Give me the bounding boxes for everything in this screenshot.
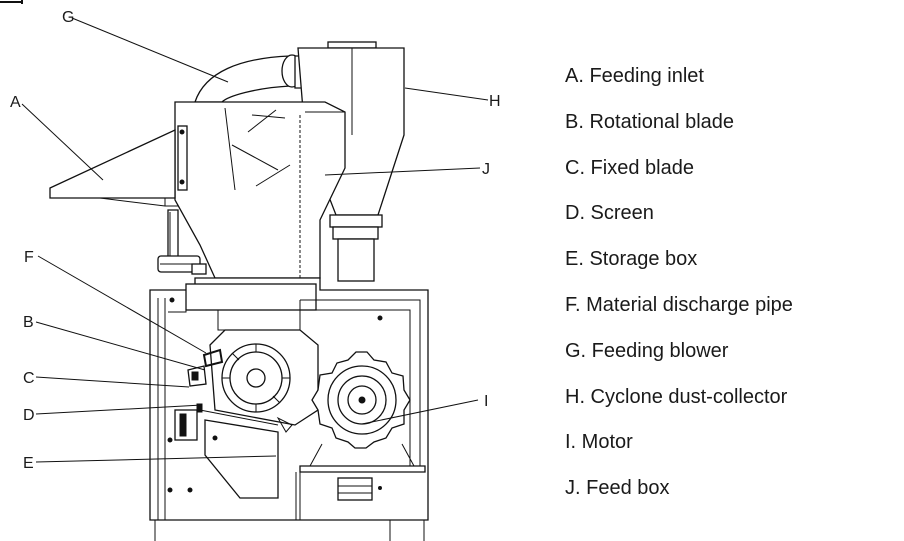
label-e: E <box>23 455 34 472</box>
legend-item-i: I. Motor <box>565 431 633 454</box>
label-f: F <box>24 249 34 266</box>
leader-g <box>71 17 229 83</box>
label-b: B <box>23 314 34 331</box>
label-a: A <box>10 94 21 111</box>
leader-d <box>35 404 203 415</box>
legend-item-d: D. Screen <box>565 202 654 225</box>
top-edge-fragment <box>0 0 23 4</box>
legend-item-c: C. Fixed blade <box>565 156 694 179</box>
label-j: J <box>482 161 490 178</box>
rotational-blade <box>202 348 224 368</box>
legend-item-f: F. Material discharge pipe <box>565 293 793 316</box>
leader-c <box>35 376 190 388</box>
parts-legend: A. Feeding inlet B. Rotational blade C. … <box>565 64 793 522</box>
legend-item-a: A. Feeding inlet <box>565 65 704 87</box>
leader-j <box>324 167 481 176</box>
leader-a <box>21 103 104 181</box>
label-g: G <box>62 9 74 26</box>
legend-item-b: B. Rotational blade <box>565 110 735 133</box>
feed-box <box>174 101 346 279</box>
legend-item-j: J. Feed box <box>565 477 670 500</box>
leader-b <box>35 321 206 371</box>
screen <box>174 403 279 441</box>
legend-item-h: H. Cyclone dust-collector <box>565 385 788 408</box>
label-h: H <box>489 93 501 110</box>
label-i: I <box>484 393 488 410</box>
motor <box>295 351 426 520</box>
material-discharge-pipe <box>157 209 207 275</box>
leader-e <box>35 455 277 463</box>
label-d: D <box>23 407 35 424</box>
storage-box <box>204 419 279 499</box>
label-c: C <box>23 370 35 387</box>
legend-item-e: E. Storage box <box>565 248 698 271</box>
leader-i <box>361 399 479 425</box>
callout-labels: G H A J F B C D E I <box>10 9 501 472</box>
machine-diagram: G H A J F B C D E I <box>0 0 501 541</box>
legend-item-g: G. Feeding blower <box>565 339 729 362</box>
rotor-housing <box>187 329 319 433</box>
leader-f <box>37 255 207 354</box>
leader-h <box>404 87 489 101</box>
feeding-inlet <box>49 128 178 207</box>
leader-lines <box>21 17 489 463</box>
